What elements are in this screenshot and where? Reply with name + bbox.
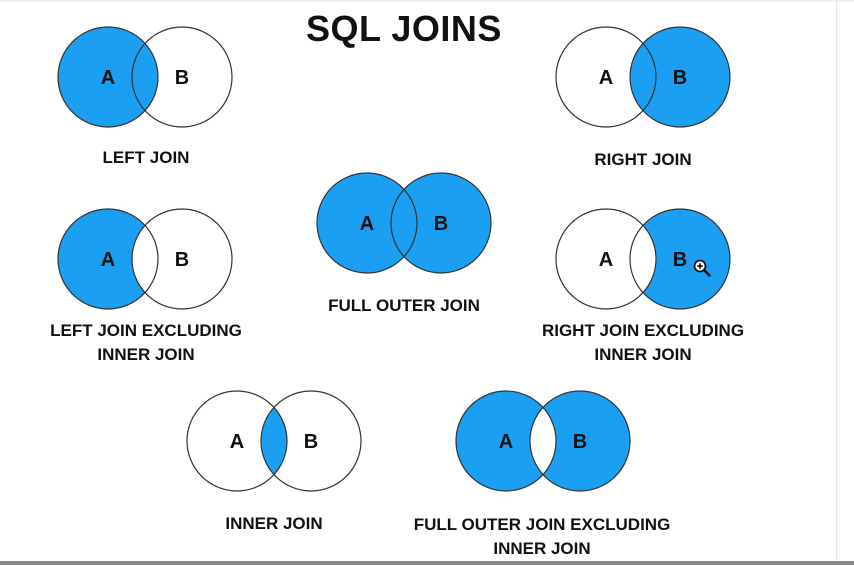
label-full-outer-join-excluding-line-1: FULL OUTER JOIN EXCLUDING — [413, 515, 671, 534]
top-edge-line — [0, 0, 854, 2]
label-left-join-excluding: LEFT JOIN EXCLUDING INNER JOIN — [26, 319, 266, 367]
circle-a-label: A — [101, 249, 115, 271]
circle-b-outline — [131, 26, 233, 128]
circle-a-label: A — [599, 249, 613, 271]
label-inner-join: INNER JOIN — [164, 512, 384, 536]
circle-a-outline — [316, 172, 418, 274]
circle-b-outline — [131, 208, 233, 310]
circle-a-label: A — [599, 67, 613, 89]
circle-a-label: A — [101, 67, 115, 89]
label-right-join-line-1: RIGHT JOIN — [594, 150, 692, 169]
circle-b-label: B — [434, 213, 448, 235]
circle-b-label: B — [573, 431, 587, 453]
label-left-join-excluding-line-2: INNER JOIN — [97, 345, 195, 364]
circle-b-outline — [260, 390, 362, 492]
label-full-outer-join-excluding: FULL OUTER JOIN EXCLUDING INNER JOIN — [392, 513, 692, 561]
label-right-join-excluding: RIGHT JOIN EXCLUDING INNER JOIN — [518, 319, 768, 367]
circle-a-outline — [555, 208, 657, 310]
label-full-outer-join-excluding-line-2: INNER JOIN — [493, 539, 591, 558]
circle-a-outline — [57, 26, 159, 128]
circle-b-outline — [390, 172, 492, 274]
circle-a-label: A — [499, 431, 513, 453]
label-right-join-excluding-line-2: INNER JOIN — [594, 345, 692, 364]
circle-b-label: B — [304, 431, 318, 453]
right-edge-line — [836, 0, 837, 561]
circle-a-label: A — [230, 431, 244, 453]
label-full-outer-join-line-1: FULL OUTER JOIN — [328, 296, 480, 315]
region-a-only — [58, 209, 158, 309]
label-left-join: LEFT JOIN — [36, 146, 256, 170]
label-right-join-excluding-line-1: RIGHT JOIN EXCLUDING — [541, 321, 745, 340]
label-right-join: RIGHT JOIN — [533, 148, 753, 172]
circle-b-label: B — [673, 67, 687, 89]
circle-a-outline — [186, 390, 288, 492]
bottom-edge-line — [0, 561, 854, 565]
circle-b-outline — [629, 208, 731, 310]
label-left-join-excluding-line-1: LEFT JOIN EXCLUDING — [50, 321, 242, 340]
label-inner-join-line-1: INNER JOIN — [225, 514, 323, 533]
label-full-outer-join: FULL OUTER JOIN — [294, 294, 514, 318]
circle-b-label: B — [673, 249, 687, 271]
circle-b-outline — [629, 26, 731, 128]
label-left-join-line-1: LEFT JOIN — [102, 148, 190, 167]
circle-b-label: B — [175, 67, 189, 89]
circle-b-outline — [529, 390, 631, 492]
zoom-in-cursor-icon — [693, 259, 711, 277]
circle-a-label: A — [360, 213, 374, 235]
circle-b-label: B — [175, 249, 189, 271]
page-title: SQL JOINS — [306, 8, 502, 49]
circle-a-outline — [555, 26, 657, 128]
circle-a-outline — [455, 390, 557, 492]
circle-a-outline — [57, 208, 159, 310]
